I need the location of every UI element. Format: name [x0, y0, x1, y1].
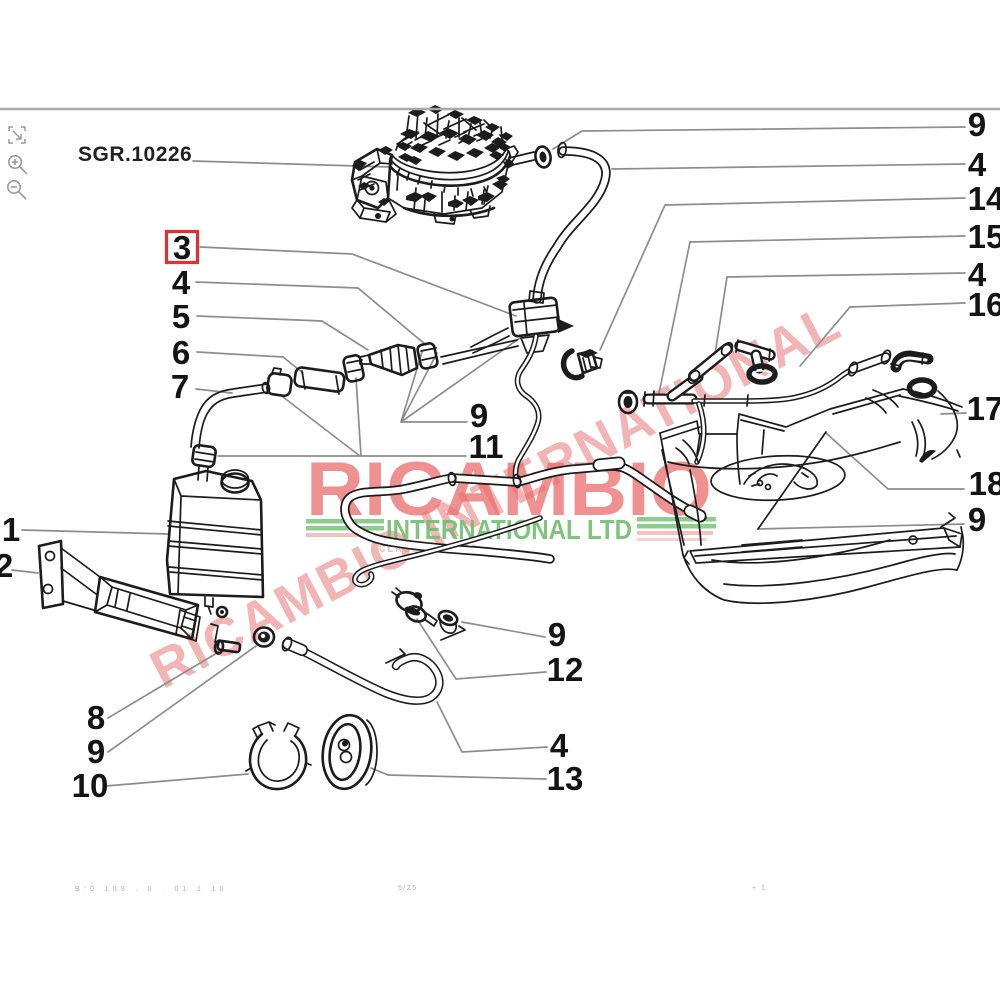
svg-text:9: 9 [968, 501, 986, 538]
svg-text:4: 4 [550, 727, 569, 764]
svg-text:2: 2 [0, 547, 13, 584]
svg-text:1: 1 [2, 511, 20, 548]
svg-text:4: 4 [968, 256, 987, 293]
svg-text:6: 6 [172, 334, 190, 371]
svg-text:SGR.10226: SGR.10226 [78, 143, 192, 166]
svg-text:4: 4 [172, 264, 191, 301]
svg-text:12: 12 [547, 651, 584, 688]
svg-text:16: 16 [968, 286, 1000, 323]
svg-text:5: 5 [172, 298, 190, 335]
svg-text:7: 7 [171, 368, 189, 405]
svg-text:11: 11 [469, 428, 504, 465]
svg-text:9: 9 [548, 616, 566, 653]
svg-text:18: 18 [969, 465, 1000, 502]
svg-text:B:0 109 . 0 . 01 1 10: B:0 109 . 0 . 01 1 10 [75, 886, 225, 893]
svg-text:8: 8 [87, 699, 105, 736]
svg-text:17: 17 [967, 390, 1000, 427]
svg-text:9: 9 [968, 106, 986, 143]
svg-text:9: 9 [87, 733, 105, 770]
svg-text:+ 1: + 1 [752, 885, 766, 892]
svg-text:4: 4 [968, 146, 987, 183]
svg-text:9: 9 [470, 397, 488, 434]
svg-text:3: 3 [173, 229, 191, 266]
svg-text:5/25: 5/25 [398, 885, 418, 892]
svg-text:14: 14 [968, 180, 1000, 217]
svg-text:13: 13 [547, 760, 584, 797]
svg-text:10: 10 [72, 767, 109, 804]
svg-text:15: 15 [968, 218, 1000, 255]
